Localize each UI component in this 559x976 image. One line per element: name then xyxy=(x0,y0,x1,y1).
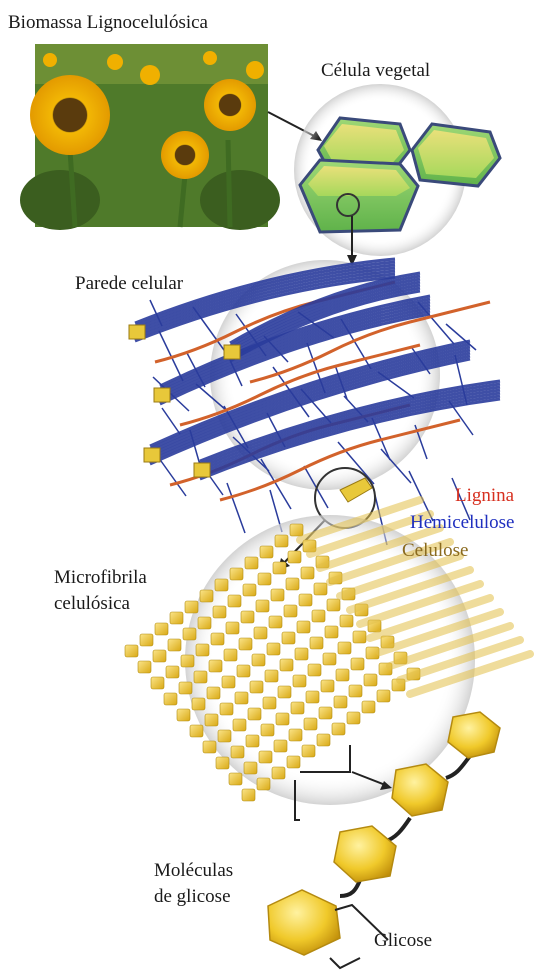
label-hemicellulose: Hemicelulose xyxy=(410,512,514,534)
label-glucose: Glicose xyxy=(374,930,432,952)
sunflower-photo xyxy=(20,44,280,230)
label-molecules-line1: Moléculas xyxy=(154,860,233,882)
label-biomass: Biomassa Lignocelulósica xyxy=(8,12,208,34)
label-cell-wall: Parede celular xyxy=(75,273,183,295)
label-cellulose: Celulose xyxy=(402,540,469,562)
label-plant-cell: Célula vegetal xyxy=(321,60,430,82)
label-lignin: Lignina xyxy=(455,485,514,507)
label-microfibril-line1: Microfibrila xyxy=(54,567,147,589)
plant-cells xyxy=(300,118,500,232)
label-microfibril-line2: celulósica xyxy=(54,593,130,615)
label-molecules-line2: de glicose xyxy=(154,886,231,908)
